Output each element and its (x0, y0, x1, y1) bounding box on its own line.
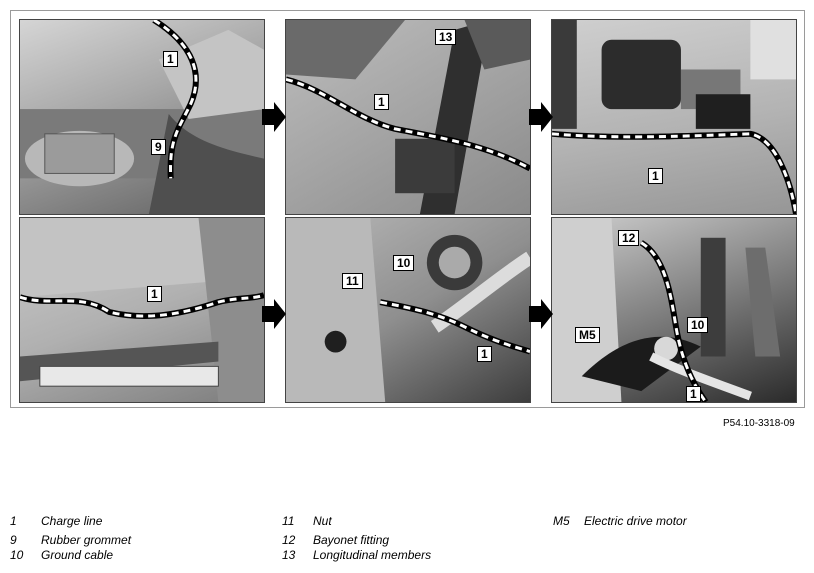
sequence-arrow-icon (529, 102, 553, 132)
callout-label: 10 (687, 317, 709, 333)
photo-4 (19, 217, 265, 403)
callout-label: 1 (374, 94, 389, 110)
callout-label: 11 (342, 273, 363, 289)
callout-label: 13 (435, 29, 457, 45)
callout-label: 9 (151, 139, 166, 155)
photo-3 (551, 19, 797, 215)
callout-label: 10 (393, 255, 415, 271)
callout-label: 1 (477, 346, 492, 362)
figure-code: P54.10-3318-09 (723, 418, 795, 429)
photo-2 (285, 19, 531, 215)
callout-label: 1 (686, 386, 701, 402)
callout-label: 1 (163, 51, 178, 67)
sequence-arrow-icon (262, 102, 286, 132)
figure-frame: 1 9 13 1 1 1 11 10 1 12 M5 10 1 (10, 10, 805, 408)
photo-5 (285, 217, 531, 403)
photo-6 (551, 217, 797, 403)
callout-label: 12 (618, 230, 640, 246)
sequence-arrow-icon (262, 299, 286, 329)
callout-label: M5 (575, 327, 600, 343)
callout-label: 1 (147, 286, 162, 302)
photo-1 (19, 19, 265, 215)
callout-label: 1 (648, 168, 663, 184)
sequence-arrow-icon (529, 299, 553, 329)
